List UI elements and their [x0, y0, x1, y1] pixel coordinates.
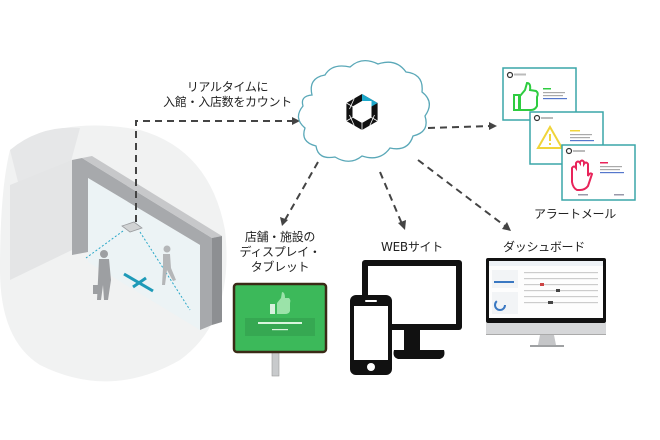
sensor-device: [121, 221, 143, 233]
arrow-cloud-to-display: [284, 161, 319, 221]
arrow-cloud-to-alert: [427, 125, 491, 129]
alert-mail-label: アラートメール: [534, 207, 616, 221]
person-icon: [162, 245, 176, 285]
dashboard-label: ダッシュボード: [503, 240, 585, 254]
warning-icon: [536, 124, 564, 149]
arrow-entrance-to-cloud: [135, 120, 295, 222]
edge-label-line-2: 入館・入店数をカウント: [163, 95, 292, 109]
dashboard-monitor: [486, 258, 606, 347]
thumbs-up-icon: [277, 292, 291, 314]
display-label-line-1: 店舗・施設の: [244, 230, 316, 244]
store-display: [232, 282, 328, 377]
display-label-line-3: タブレット: [250, 260, 310, 274]
count-cross-icon: [123, 272, 154, 293]
person-icon: [93, 250, 111, 300]
display-label-line-2: ディスプレイ・: [239, 245, 321, 259]
display-label: 店舗・施設の ディスプレイ・ タブレット: [232, 230, 328, 275]
door-frame: [72, 158, 212, 330]
arrow-cloud-to-dashboard: [417, 159, 506, 227]
alert-card-stop: [561, 144, 636, 201]
edge-label-line-1: リアルタイムに: [186, 80, 269, 94]
website-devices: [350, 260, 462, 375]
hexagon-logo: [346, 94, 378, 130]
arrow-cloud-to-website: [379, 171, 403, 225]
website-label: WEBサイト: [381, 240, 443, 254]
thumbs-up-icon: [513, 81, 539, 111]
edge-label-count: リアルタイムに 入館・入店数をカウント: [150, 80, 305, 110]
hand-stop-icon: [571, 159, 594, 191]
